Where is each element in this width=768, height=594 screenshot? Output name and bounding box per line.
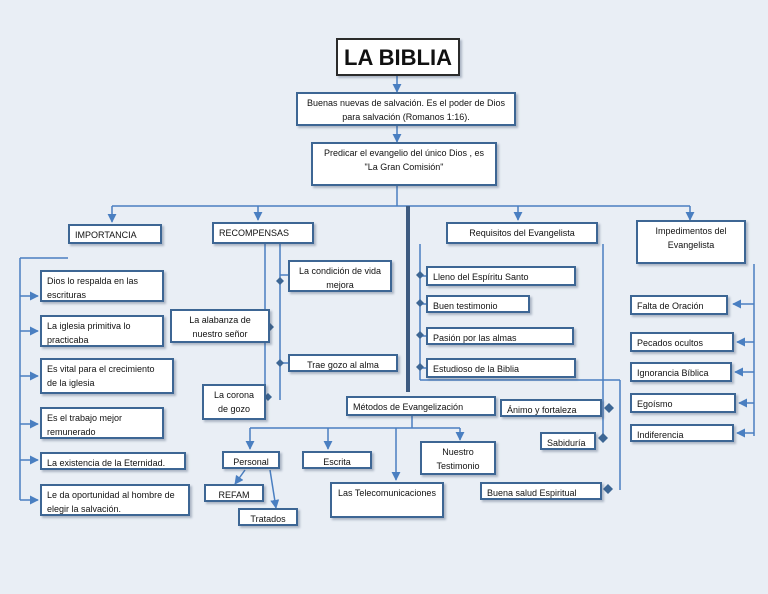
requisitos-header: Requisitos del Evangelista: [446, 222, 598, 244]
metodo-item: Escrita: [302, 451, 372, 469]
impedimento-item: Ignorancia Bíblica: [630, 362, 732, 382]
metodo-item: Tratados: [238, 508, 298, 526]
recompensa-item: Trae gozo al alma: [288, 354, 398, 372]
impedimento-item: Egoísmo: [630, 393, 736, 413]
recompensa-item: La corona de gozo: [202, 384, 266, 420]
recompensa-item: La condición de vida mejora: [288, 260, 392, 292]
requisito-item: Buen testimonio: [426, 295, 530, 313]
definition-box: Buenas nuevas de salvación. Es el poder …: [296, 92, 516, 126]
requisito-item: Sabiduría: [540, 432, 596, 450]
requisito-item: Pasión por las almas: [426, 327, 574, 345]
impedimento-item: Pecados ocultos: [630, 332, 734, 352]
metodo-item: Personal: [222, 451, 280, 469]
metodos-header: Métodos de Evangelización: [346, 396, 496, 416]
importancia-item: Es vital para el crecimiento de la igles…: [40, 358, 174, 394]
requisito-item: Ánimo y fortaleza: [500, 399, 602, 417]
metodo-item: REFAM: [204, 484, 264, 502]
metodo-item: Las Telecomunicaciones: [330, 482, 444, 518]
importancia-item: Le da oportunidad al hombre de elegir la…: [40, 484, 190, 516]
importancia-header: IMPORTANCIA: [68, 224, 162, 244]
recompensas-header: RECOMPENSAS: [212, 222, 314, 244]
importancia-item: La iglesia primitiva lo practicaba: [40, 315, 164, 347]
importancia-item: Es el trabajo mejor remunerado: [40, 407, 164, 439]
importancia-item: La existencia de la Eternidad.: [40, 452, 186, 470]
page-title: LA BIBLIA: [336, 38, 460, 76]
requisito-item: Buena salud Espiritual: [480, 482, 602, 500]
purpose-box: Predicar el evangelio del único Dios , e…: [311, 142, 497, 186]
impedimento-item: Falta de Oración: [630, 295, 728, 315]
recompensa-item: La alabanza de nuestro señor: [170, 309, 270, 343]
impedimento-item: Indiferencia: [630, 424, 734, 442]
metodo-item: Nuestro Testimonio: [420, 441, 496, 475]
requisito-item: Lleno del Espíritu Santo: [426, 266, 576, 286]
impedimentos-header: Impedimentos del Evangelista: [636, 220, 746, 264]
requisito-item: Estudioso de la Biblia: [426, 358, 576, 378]
importancia-item: Dios lo respalda en las escrituras: [40, 270, 164, 302]
